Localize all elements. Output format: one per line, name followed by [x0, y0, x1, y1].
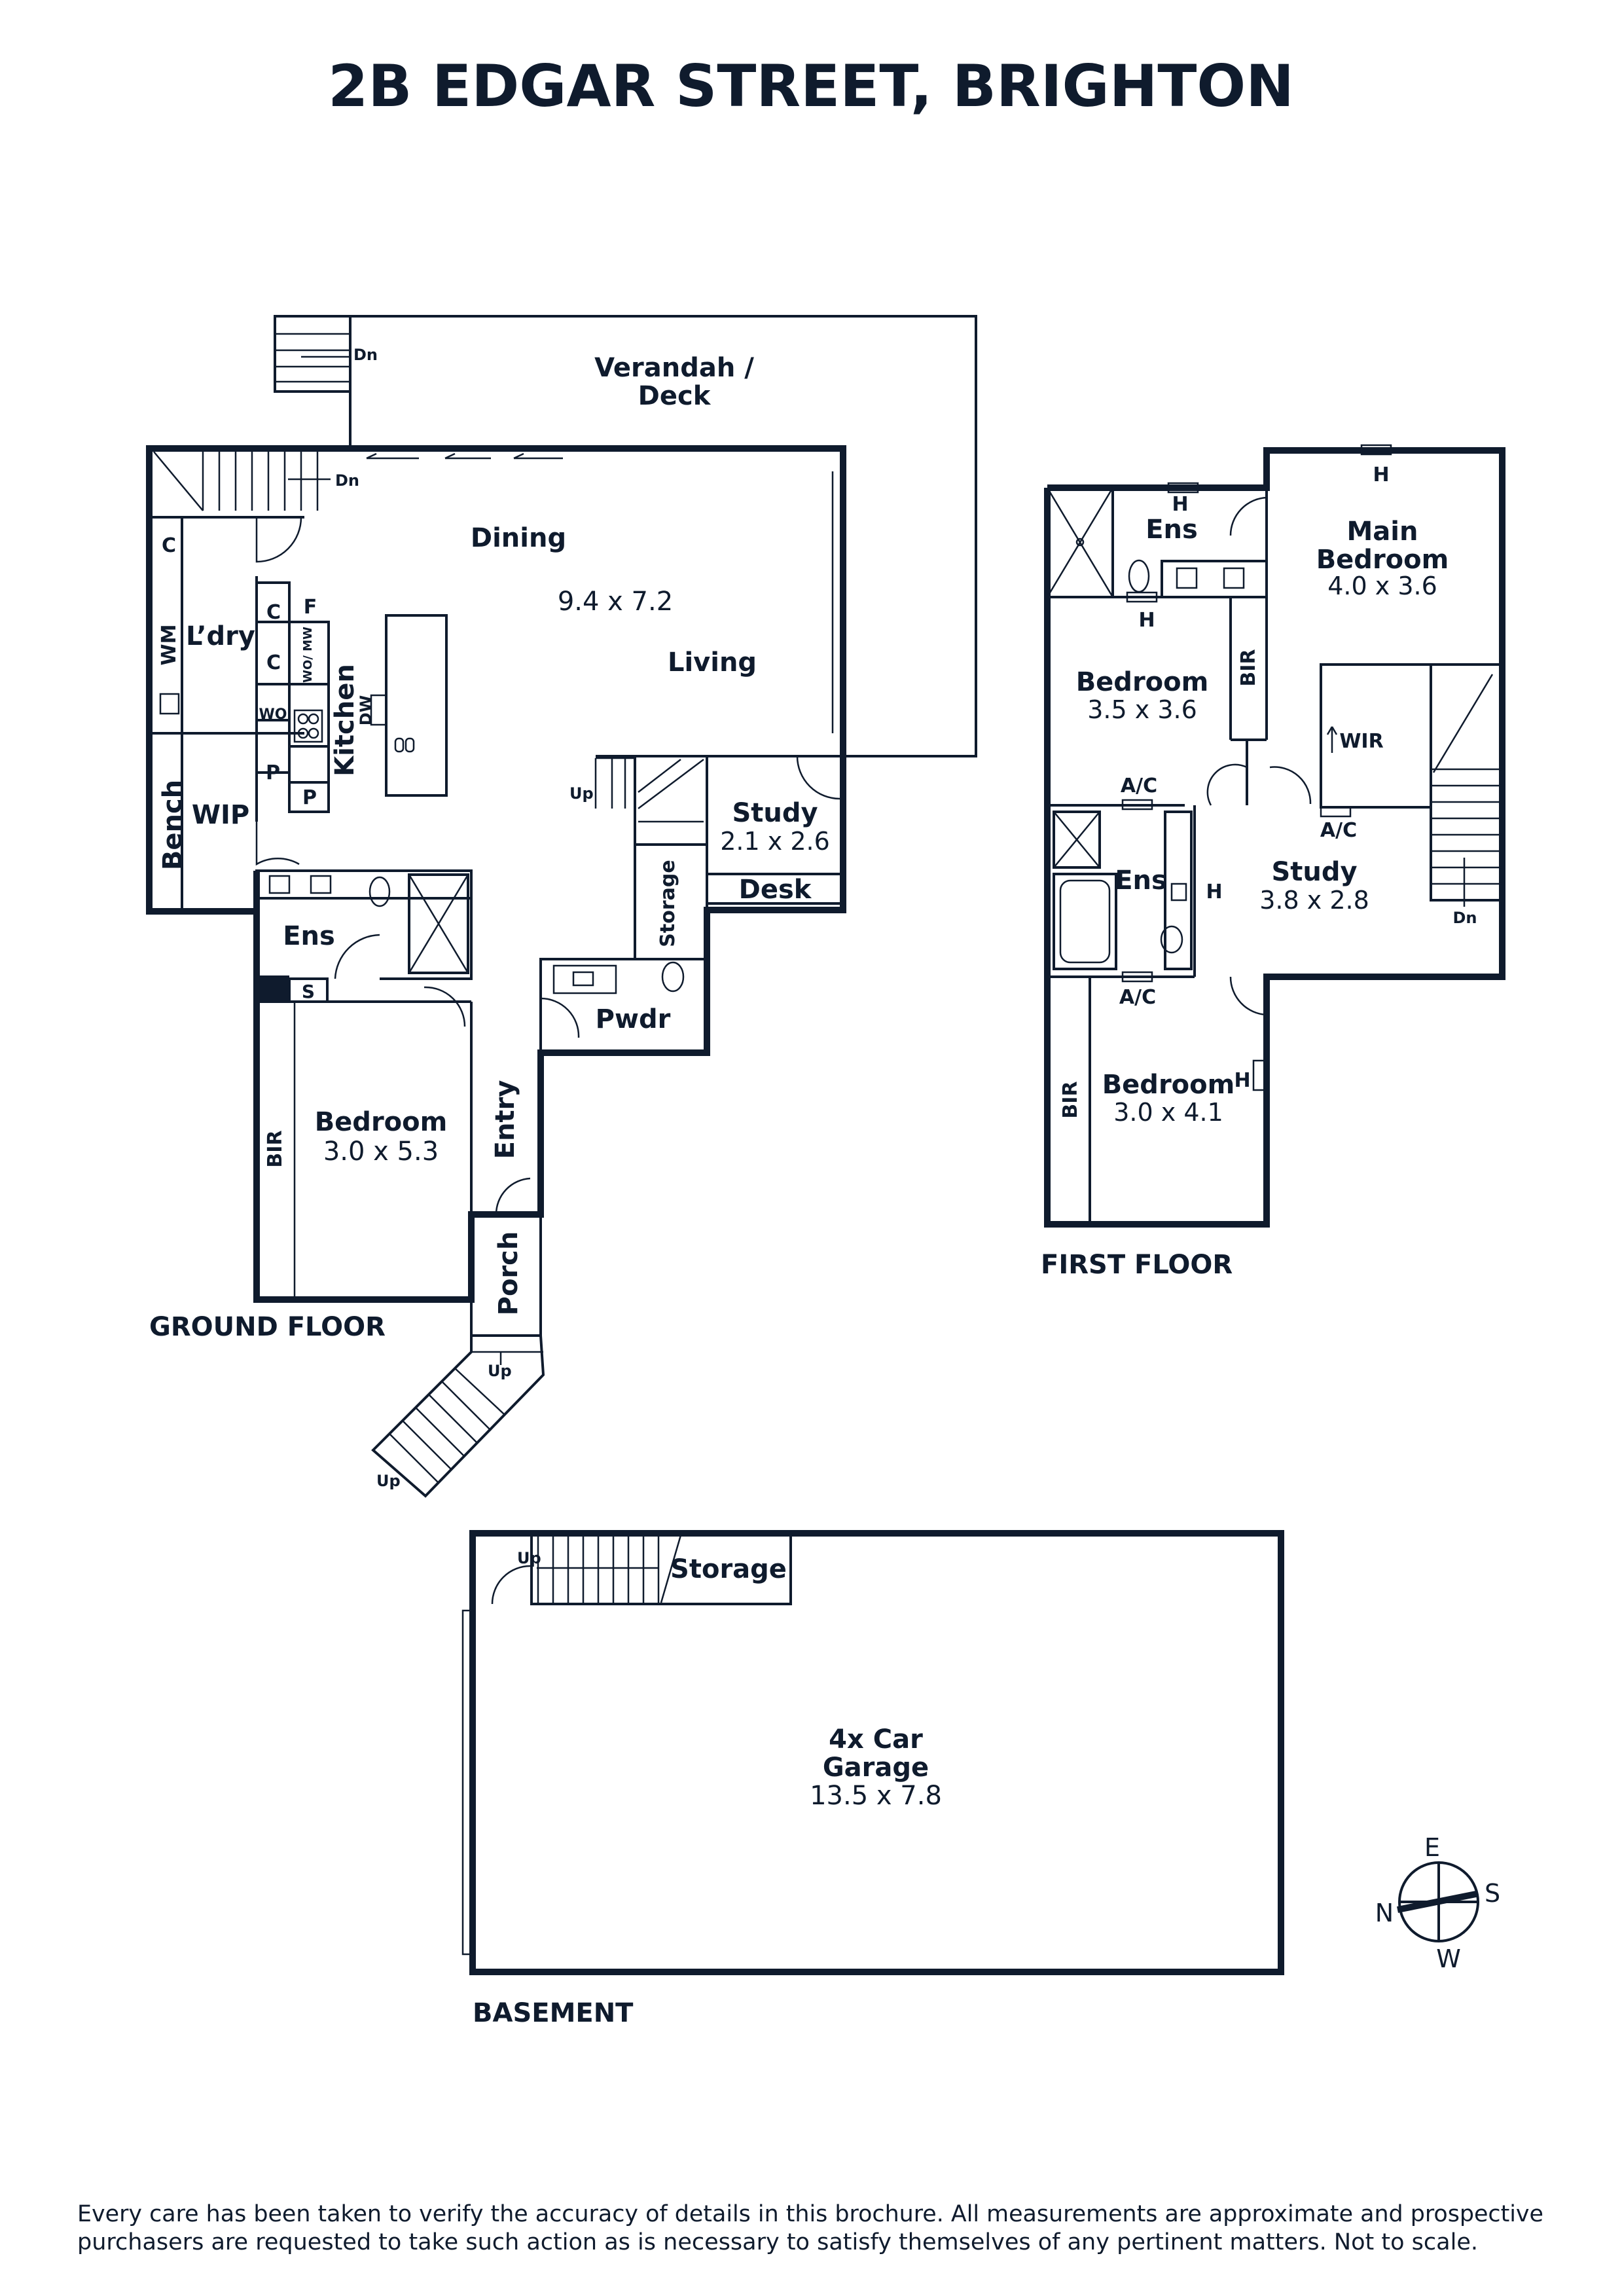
ac-label-3: A/C	[1119, 986, 1156, 1009]
bir-first-b-label: BIR	[1059, 1081, 1082, 1118]
compass-e: E	[1424, 1833, 1440, 1862]
compass-n: N	[1375, 1899, 1394, 1927]
dw-label: DW	[357, 695, 375, 725]
dn-label-first: Dn	[1452, 909, 1477, 927]
c-label-2: C	[266, 601, 281, 624]
c-label-3: C	[266, 651, 281, 674]
p-label-1: P	[266, 761, 280, 784]
first-floor-label: FIRST FLOOR	[1041, 1250, 1233, 1280]
garage-label-2: Garage	[823, 1753, 929, 1783]
bedroom-b-dims: 3.0 x 4.1	[1113, 1098, 1223, 1127]
page-title: 2B EDGAR STREET, BRIGHTON	[328, 52, 1294, 120]
bedroom-ground-label: Bedroom	[315, 1107, 448, 1137]
h-label-bed-b: H	[1234, 1069, 1250, 1092]
ens-ground-label: Ens	[283, 921, 335, 951]
wm-label: WM	[158, 625, 181, 666]
basement-plan	[461, 1530, 1284, 1975]
disclaimer-line-2: purchasers are requested to take such ac…	[77, 2229, 1478, 2255]
bedroom-a-label: Bedroom	[1076, 667, 1209, 697]
study-first-label: Study	[1271, 857, 1357, 887]
bedroom-a-dims: 3.5 x 3.6	[1087, 695, 1197, 724]
bench-label: Bench	[158, 780, 188, 870]
bir-ground-label: BIR	[264, 1130, 287, 1167]
h-label-main: H	[1373, 464, 1389, 486]
up-label-study: Up	[569, 784, 594, 803]
desk-label: Desk	[739, 875, 812, 905]
deck-stair	[274, 315, 351, 393]
pwdr-label: Pwdr	[596, 1004, 671, 1034]
dn-label-deck: Dn	[353, 346, 378, 364]
ground-floor-plan	[146, 315, 977, 1498]
study-ground-dims: 2.1 x 2.6	[720, 827, 830, 856]
living-label: Living	[668, 647, 757, 678]
bir-first-label: BIR	[1237, 649, 1260, 686]
h-label-bed-a: H	[1138, 609, 1155, 632]
storage-basement-label: Storage	[670, 1554, 787, 1584]
p-label-2: P	[302, 786, 317, 809]
kitchen-island	[385, 614, 448, 797]
wip-label: WIP	[192, 800, 249, 830]
wo-mw-label: WO/ MW	[301, 627, 315, 683]
verandah-label-1: Verandah /	[594, 353, 754, 383]
wir-label: WIR	[1339, 730, 1383, 753]
ground-floor-label: GROUND FLOOR	[149, 1312, 386, 1342]
s-label: S	[302, 981, 315, 1002]
study-first-dims: 3.8 x 2.8	[1259, 886, 1369, 915]
basement-label: BASEMENT	[473, 1998, 634, 2028]
main-bedroom-label-1: Main	[1347, 517, 1418, 547]
storage-ground-label: Storage	[657, 860, 679, 947]
first-floor-plan	[1044, 444, 1505, 1228]
kitchen-label: Kitchen	[330, 664, 360, 776]
ac-label-1: A/C	[1121, 774, 1157, 797]
porch-label: Porch	[494, 1231, 524, 1316]
ens-first-mid-label: Ens	[1115, 866, 1167, 896]
dining-label: Dining	[471, 523, 566, 553]
ac-label-2: A/C	[1320, 819, 1357, 842]
up-label-porch: Up	[488, 1362, 512, 1380]
compass-s: S	[1485, 1879, 1500, 1908]
compass-w: W	[1436, 1944, 1461, 1973]
compass-icon	[1397, 1861, 1479, 1942]
verandah-label-2: Deck	[638, 381, 712, 411]
study-ground-label: Study	[732, 798, 818, 828]
living-dims: 9.4 x 7.2	[558, 587, 673, 617]
up-label-stair: Up	[376, 1472, 401, 1490]
up-label-basement: Up	[517, 1549, 541, 1567]
dn-label-top: Dn	[335, 471, 359, 490]
wo-label: WO	[259, 706, 287, 723]
disclaimer-line-1: Every care has been taken to verify the …	[77, 2201, 1543, 2227]
main-bedroom-dims: 4.0 x 3.6	[1327, 572, 1437, 600]
bedroom-ground-dims: 3.0 x 5.3	[323, 1137, 439, 1167]
h-label-ens: H	[1172, 493, 1188, 516]
entry-label: Entry	[490, 1080, 520, 1159]
c-label-1: C	[162, 534, 176, 557]
ens-first-top-label: Ens	[1145, 515, 1198, 545]
f-label: F	[304, 596, 317, 619]
h-label-ens-mid: H	[1206, 881, 1222, 903]
garage-dims: 13.5 x 7.8	[810, 1781, 942, 1811]
laundry-label: L’dry	[186, 621, 255, 651]
garage-label-1: 4x Car	[829, 1724, 923, 1755]
bedroom-b-label: Bedroom	[1102, 1070, 1235, 1100]
main-bedroom-label-2: Bedroom	[1316, 545, 1449, 575]
